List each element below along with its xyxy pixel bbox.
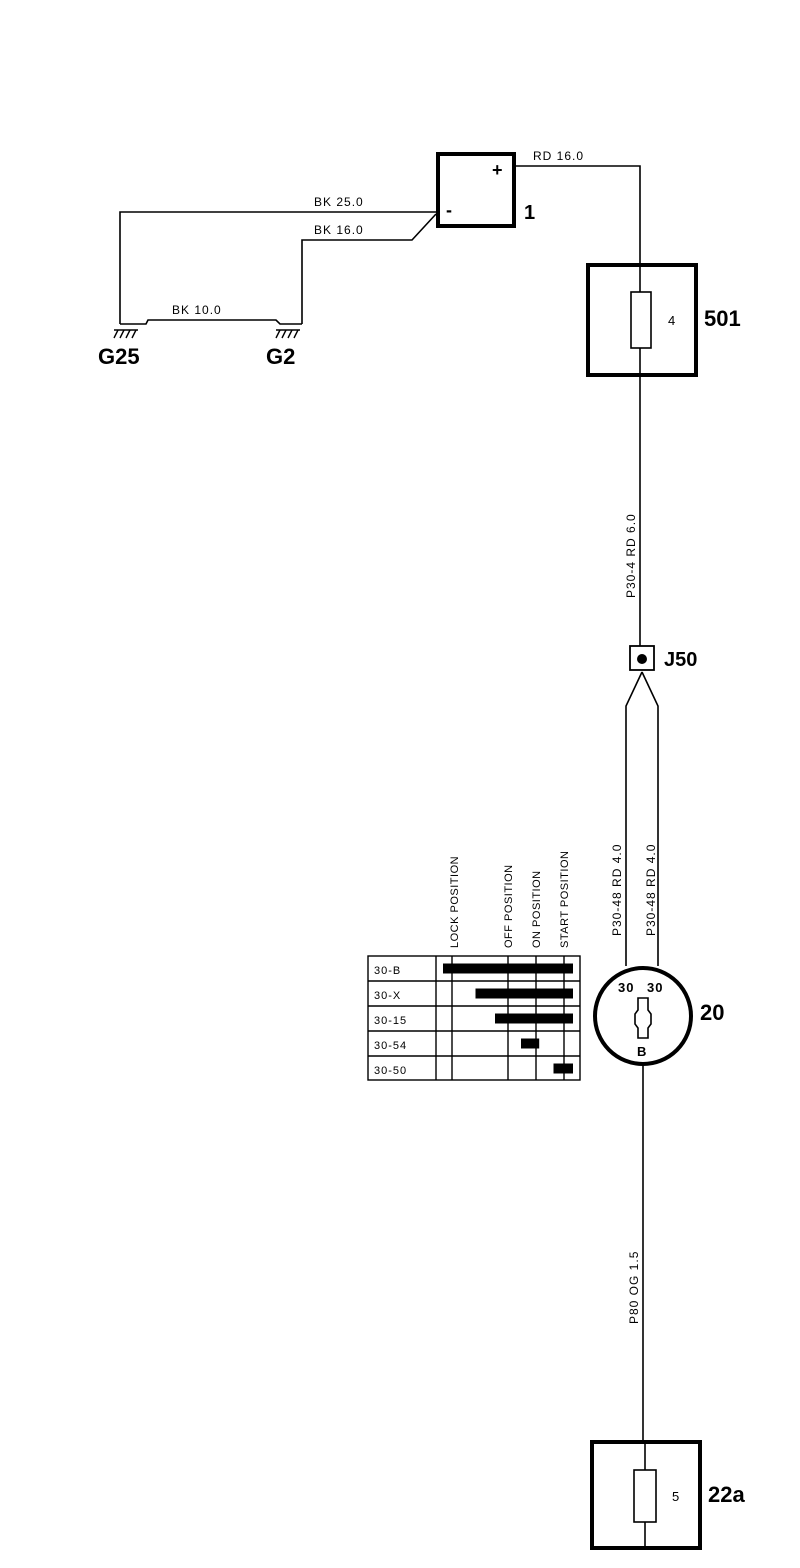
switch-row-30-50: 30-50 [374, 1065, 407, 1077]
fuse-4-symbol [630, 291, 652, 349]
ground-g2: G2 [266, 329, 300, 369]
wire-label-rd16: RD 16.0 [533, 149, 584, 163]
fuse-box-22a: 5 22a [590, 1440, 745, 1550]
ground-g2-label: G2 [266, 344, 295, 369]
junction-j50-label: J50 [664, 649, 697, 671]
fuse-box-501-outline [586, 263, 698, 377]
switch-row-30-x: 30-X [374, 990, 401, 1002]
battery-plus-terminal: + [492, 160, 503, 180]
wire-battery-plus [514, 165, 641, 265]
battery-component: + - 1 [436, 152, 535, 228]
wire-label-p80: P80 OG 1.5 [627, 1251, 641, 1324]
ignition-switch-label: 20 [700, 1000, 724, 1025]
position-lock: LOCK POSITION [449, 856, 461, 948]
wire-battery-minus-g25 [119, 211, 438, 324]
position-off: OFF POSITION [503, 864, 515, 948]
position-on: ON POSITION [531, 870, 543, 948]
position-start: START POSITION [559, 851, 571, 948]
ignition-pin-30-right: 30 [647, 980, 663, 995]
switch-bar-30-54 [521, 1038, 540, 1049]
wire-label-p30-4: P30-4 RD 6.0 [624, 513, 638, 598]
switch-bars [443, 963, 573, 1074]
fuse-4-number: 4 [668, 313, 676, 328]
wire-label-p30-48-left: P30-48 RD 4.0 [610, 844, 624, 936]
wire-j50-left [625, 671, 643, 966]
switch-table-outline [367, 955, 581, 1081]
ignition-pin-b: B [637, 1044, 647, 1059]
wire-j50-right [641, 671, 659, 966]
fuse-5-number: 5 [672, 1489, 680, 1504]
fuse-box-501: 4 501 [586, 263, 741, 377]
ignition-switch: 30 30 B 20 [593, 966, 724, 1066]
switch-row-30-b: 30-B [374, 965, 401, 977]
fuse-5-symbol [633, 1469, 657, 1523]
junction-j50-box [629, 645, 655, 671]
switch-bar-30-x [475, 988, 573, 999]
battery-id-label: 1 [524, 202, 535, 224]
wire-ground-link [120, 319, 302, 325]
switch-row-30-54: 30-54 [374, 1040, 407, 1052]
wire-label-bk16: BK 16.0 [314, 223, 364, 237]
wire-label-p30-48-right: P30-48 RD 4.0 [644, 844, 658, 936]
ignition-pin-30-left: 30 [618, 980, 634, 995]
junction-j50-dot [637, 654, 647, 664]
ground-g25: G25 [98, 329, 140, 369]
junction-j50: J50 [629, 645, 697, 671]
fuse-box-22a-outline [590, 1440, 702, 1550]
switch-bar-30-15 [495, 1013, 573, 1024]
fuse-box-501-label: 501 [704, 306, 741, 331]
switch-bar-30-50 [553, 1063, 573, 1074]
ignition-key-icon [634, 997, 652, 1039]
wire-label-bk10: BK 10.0 [172, 303, 222, 317]
wire-label-bk25: BK 25.0 [314, 195, 364, 209]
wire-battery-minus-g2 [301, 213, 437, 324]
switch-bar-30-b [443, 963, 573, 974]
fuse-box-22a-label: 22a [708, 1482, 745, 1507]
battery-box [436, 152, 516, 228]
switch-row-30-15: 30-15 [374, 1015, 407, 1027]
ground-g25-label: G25 [98, 344, 140, 369]
switch-position-table: 30-B 30-X 30-15 30-54 30-50 LOCK POSITIO… [367, 851, 581, 1081]
battery-minus-terminal: - [446, 200, 452, 220]
